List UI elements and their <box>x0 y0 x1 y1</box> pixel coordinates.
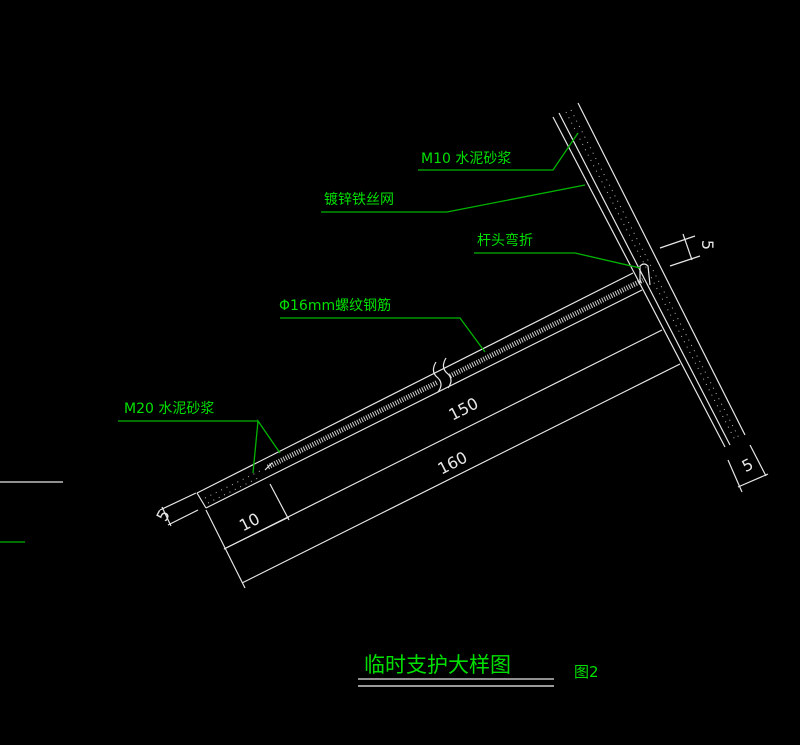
leader-rod-bend <box>474 252 641 269</box>
dim-hook-length: 5 <box>698 240 717 250</box>
rebar <box>264 263 651 471</box>
label-rod-bend: 杆头弯折 <box>477 232 533 249</box>
wall-section <box>552 102 746 448</box>
leader-m10 <box>418 132 579 171</box>
leader-rebar <box>280 317 486 353</box>
break-symbol <box>432 361 442 393</box>
anchor-grout-body <box>196 272 643 509</box>
label-wire-mesh: 镀锌铁丝网 <box>324 191 394 208</box>
dim-rebar-length: 150 <box>446 394 482 425</box>
leader-wire-mesh <box>321 184 586 213</box>
dimension-lines <box>159 233 769 589</box>
dim-total-length: 160 <box>435 448 471 479</box>
label-m20-mortar: M20 水泥砂浆 <box>124 401 214 417</box>
rod-end-hook <box>639 263 651 286</box>
label-m10-mortar: M10 水泥砂浆 <box>421 151 511 167</box>
dim-wall-thickness: 5 <box>739 454 757 476</box>
label-rebar: Φ16mm螺纹钢筋 <box>279 297 391 314</box>
drawing-title: 临时支护大样图 <box>364 653 511 677</box>
figure-number: 图2 <box>574 663 599 681</box>
